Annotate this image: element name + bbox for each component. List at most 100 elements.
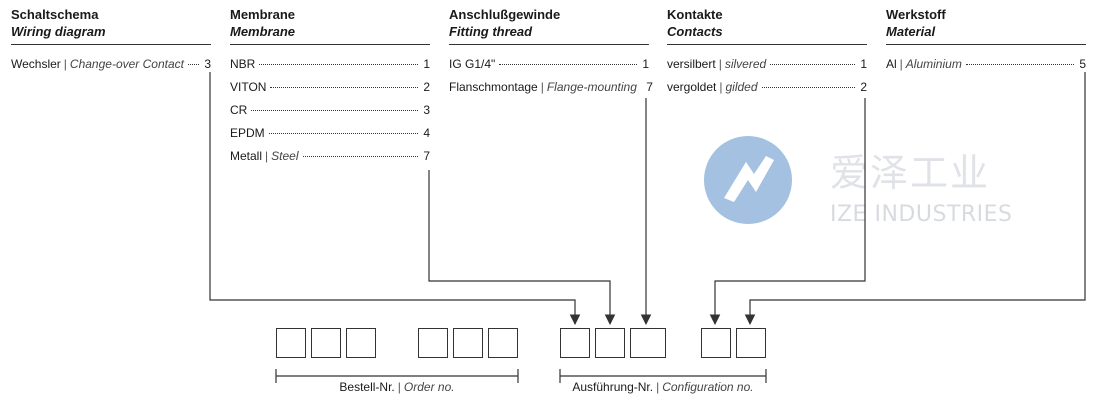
config-box-5 (736, 328, 766, 358)
option-label-en: gilded (725, 80, 758, 94)
option-list: NBR 1 VITON 2 CR 3 EPDM 4 Metall | Steel… (230, 57, 430, 172)
leader-dots (770, 63, 855, 65)
column-thread: Anschlußgewinde Fitting thread IG G1/4" … (449, 6, 653, 103)
order-box-5 (453, 328, 483, 358)
column-title-en: Wiring diagram (11, 24, 106, 39)
separator: | (397, 380, 401, 394)
column-title-de: Anschlußgewinde (449, 7, 561, 22)
column-title-de: Kontakte (667, 7, 723, 22)
option-code: 1 (642, 57, 649, 71)
option-code: 3 (204, 57, 211, 71)
leader-dots (761, 86, 855, 88)
config-label: Ausführung-Nr.|Configuration no. (560, 380, 766, 394)
option-item: Metall | Steel 7 (230, 149, 430, 172)
leader-dots (259, 63, 418, 65)
option-label-de: vergoldet (667, 80, 717, 94)
option-code: 5 (1079, 57, 1086, 71)
config-box-3 (630, 328, 666, 358)
order-label-en: Order no. (403, 380, 455, 394)
option-item: vergoldet | gilded 2 (667, 80, 867, 103)
column-title-en: Fitting thread (449, 24, 533, 39)
leader-dots (270, 86, 418, 88)
option-label-de: Wechsler (11, 57, 61, 71)
option-item: Wechsler | Change-over Contact 3 (11, 57, 211, 80)
watermark-en-text: IZE INDUSTRIES (830, 202, 1013, 227)
option-label-de: Flanschmontage (449, 80, 538, 94)
column-title-en: Material (886, 24, 936, 39)
option-item: versilbert | silvered 1 (667, 57, 867, 80)
config-box-2 (595, 328, 625, 358)
separator: | (265, 149, 269, 163)
column-rule (667, 44, 867, 45)
separator: | (63, 57, 67, 71)
option-code: 3 (423, 103, 430, 117)
option-list: Wechsler | Change-over Contact 3 (11, 57, 211, 80)
column-title-de: Membrane (230, 7, 296, 22)
leader-dots (965, 63, 1074, 65)
connector-contacts (709, 98, 866, 326)
option-item: Flanschmontage | Flange-mounting 7 (449, 80, 653, 103)
separator: | (656, 380, 660, 394)
option-label-de: Metall (230, 149, 263, 163)
option-list: versilbert | silvered 1 vergoldet | gild… (667, 57, 867, 103)
option-label-de: VITON (230, 80, 267, 94)
connector-membrane (428, 170, 616, 326)
option-list: IG G1/4" 1 Flanschmontage | Flange-mount… (449, 57, 653, 103)
option-code: 2 (423, 80, 430, 94)
leader-dots (302, 155, 418, 157)
option-code: 2 (860, 80, 867, 94)
column-title-en: Contacts (667, 24, 723, 39)
option-label-en: Steel (271, 149, 299, 163)
option-item: IG G1/4" 1 (449, 57, 649, 80)
column-rule (449, 44, 649, 45)
connector-material (744, 72, 1086, 326)
option-code: 7 (423, 149, 430, 163)
option-item: Al | Aluminium 5 (886, 57, 1086, 80)
order-label-de: Bestell-Nr. (339, 380, 395, 394)
option-label-en: Change-over Contact (69, 57, 184, 71)
order-label: Bestell-Nr.|Order no. (276, 380, 518, 394)
option-item: VITON 2 (230, 80, 430, 103)
option-item: NBR 1 (230, 57, 430, 80)
option-code: 7 (646, 80, 653, 94)
leader-dots (499, 63, 637, 65)
order-box-1 (276, 328, 306, 358)
column-membrane: Membrane Membrane NBR 1 VITON 2 CR 3 EPD… (230, 6, 430, 172)
leader-dots (251, 109, 418, 111)
option-item: EPDM 4 (230, 126, 430, 149)
option-label-en: silvered (724, 57, 767, 71)
separator: | (540, 80, 544, 94)
column-title-de: Werkstoff (886, 7, 946, 22)
option-code: 1 (423, 57, 430, 71)
separator: | (718, 57, 722, 71)
column-material: Werkstoff Material Al | Aluminium 5 (886, 6, 1086, 80)
leader-dots (188, 63, 199, 65)
column-wiring: Schaltschema Wiring diagram Wechsler | C… (11, 6, 211, 80)
separator: | (899, 57, 903, 71)
option-label-de: NBR (230, 57, 256, 71)
order-box-6 (488, 328, 518, 358)
order-box-3 (346, 328, 376, 358)
leader-dots (268, 132, 418, 134)
option-label-de: CR (230, 103, 248, 117)
column-contacts: Kontakte Contacts versilbert | silvered … (667, 6, 867, 103)
separator: | (719, 80, 723, 94)
connector-wiring (209, 72, 581, 326)
option-item: CR 3 (230, 103, 430, 126)
option-code: 1 (860, 57, 867, 71)
option-label-de: Al (886, 57, 897, 71)
config-box-1 (560, 328, 590, 358)
config-label-de: Ausführung-Nr. (572, 380, 654, 394)
option-label-en: Aluminium (905, 57, 962, 71)
column-title-en: Membrane (230, 24, 296, 39)
column-title-de: Schaltschema (11, 7, 99, 22)
watermark-logo-icon (704, 136, 792, 224)
watermark-cn-text: 爱泽工业 (830, 151, 991, 195)
watermark: 爱泽工业 IZE INDUSTRIES (694, 130, 1024, 230)
option-label-en: Flange-mounting (546, 80, 637, 94)
option-code: 4 (423, 126, 430, 140)
order-box-2 (311, 328, 341, 358)
column-rule (886, 44, 1086, 45)
config-label-en: Configuration no. (662, 380, 754, 394)
order-box-4 (418, 328, 448, 358)
